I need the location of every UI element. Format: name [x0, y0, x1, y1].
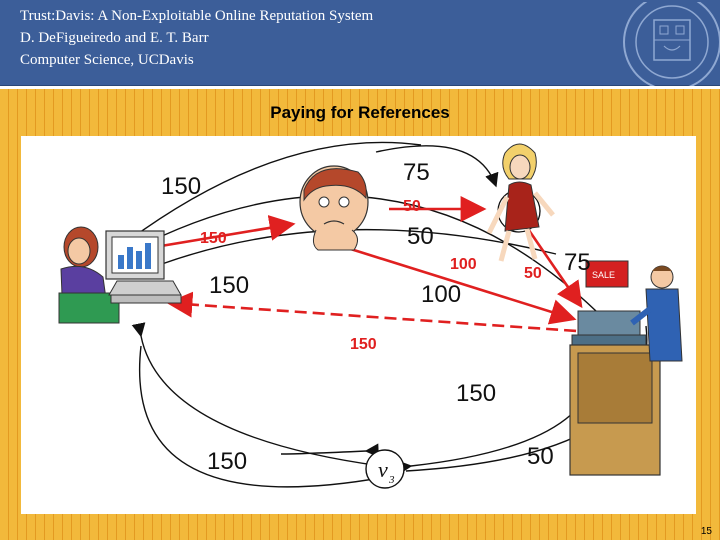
cashier-register-icon: SALE [569, 260, 683, 476]
thinking-man-icon [299, 165, 369, 251]
label-75-top: 75 [403, 159, 430, 186]
diagram-panel: SALE v 3 150 75 50 150 100 75 150 150 50… [21, 136, 696, 514]
node-v3-label: v [378, 457, 388, 482]
arc-bottom-outer [139, 345, 392, 488]
header-title: Trust:Davis: A Non-Exploitable Online Re… [20, 8, 374, 24]
header-affiliation: Computer Science, UCDavis [20, 52, 194, 68]
red-label-50-right: 50 [524, 265, 542, 282]
label-150-bottom-left: 150 [207, 448, 247, 475]
red-arrow-woman-to-seller [524, 225, 583, 309]
arc-top-right [375, 145, 499, 188]
svg-text:SALE: SALE [592, 270, 615, 280]
label-150-lower-right: 150 [456, 380, 496, 407]
red-label-50-top: 50 [403, 198, 421, 215]
slide-header: Trust:Davis: A Non-Exploitable Online Re… [0, 0, 720, 87]
arc-bottom-left [131, 322, 382, 467]
red-label-100: 100 [450, 256, 477, 273]
university-seal-icon [606, 2, 720, 86]
label-150-left: 150 [209, 272, 249, 299]
label-150-top-left: 150 [161, 173, 201, 200]
arc-top-left [119, 141, 422, 247]
label-100-mid: 100 [421, 281, 461, 308]
label-50-bottom-right: 50 [527, 443, 554, 470]
label-75-right: 75 [564, 249, 591, 276]
header-authors: D. DeFigueiredo and E. T. Barr [20, 30, 209, 46]
page-number: 15 [700, 526, 712, 537]
arc-left-large [130, 195, 597, 312]
woman-icon [486, 143, 555, 262]
node-v3 [365, 449, 405, 489]
node-v3-subscript: 3 [388, 474, 395, 486]
label-50-mid: 50 [407, 223, 434, 250]
arc-bottom-right [397, 365, 597, 475]
computer-user-icon [58, 226, 182, 324]
red-label-150-dashed: 150 [350, 336, 377, 353]
slide-title: Paying for References [270, 103, 450, 122]
red-arrow-man-to-seller [340, 244, 577, 325]
red-label-150-left: 150 [200, 230, 227, 247]
arc-bottom-short [280, 443, 379, 458]
red-dashed-arrow [166, 291, 578, 333]
